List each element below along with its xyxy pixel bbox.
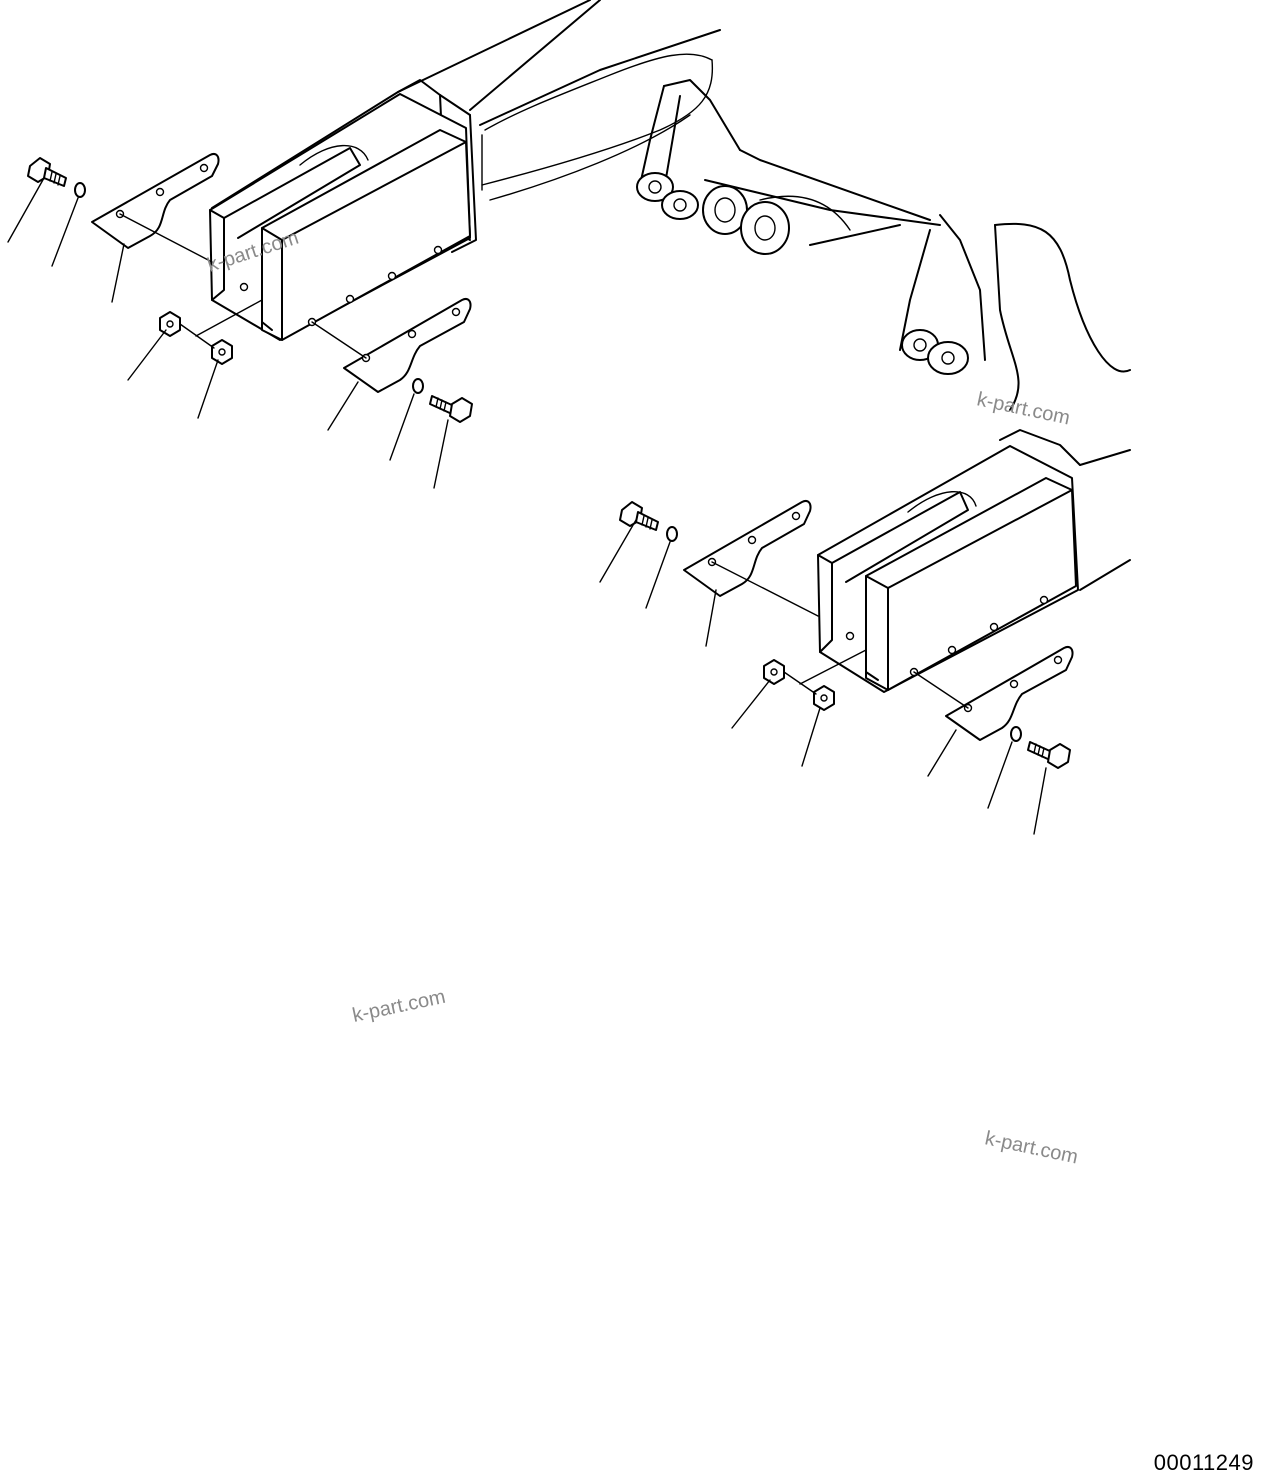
- bolt-upper-left-1: [27, 157, 67, 187]
- bolt-upper-left-2: [429, 395, 473, 423]
- center-cross-frame: [636, 79, 1131, 411]
- upper-left-boom-arm: [209, 0, 721, 341]
- lower-right-boom-arm: [817, 429, 1131, 693]
- bolt-lower-right-2: [1027, 741, 1071, 769]
- watermark-2: k-part.com: [975, 388, 1072, 429]
- washer-upper-left-1: [74, 182, 86, 198]
- plate-upper-left-2: [311, 298, 472, 393]
- washer-lower-right-1: [666, 526, 678, 542]
- plate-lower-right-2: [913, 646, 1074, 741]
- nut-lower-right-2: [813, 685, 835, 711]
- watermark-4: k-part.com: [983, 1127, 1080, 1168]
- washer-lower-right-2: [1010, 726, 1022, 742]
- watermark-3: k-part.com: [350, 986, 447, 1027]
- washer-upper-left-2: [412, 378, 424, 394]
- plate-lower-right-1: [683, 500, 819, 617]
- nut-upper-left-1: [159, 311, 181, 337]
- drawing-number: 00011249: [1153, 1450, 1254, 1475]
- leader-lines-upper-left: [7, 177, 449, 489]
- nut-lower-right-1: [763, 659, 785, 685]
- plate-upper-left-1: [91, 153, 220, 263]
- nut-upper-left-2: [211, 339, 233, 365]
- leader-lines-lower-right: [599, 519, 1047, 835]
- bolt-lower-right-1: [619, 501, 659, 531]
